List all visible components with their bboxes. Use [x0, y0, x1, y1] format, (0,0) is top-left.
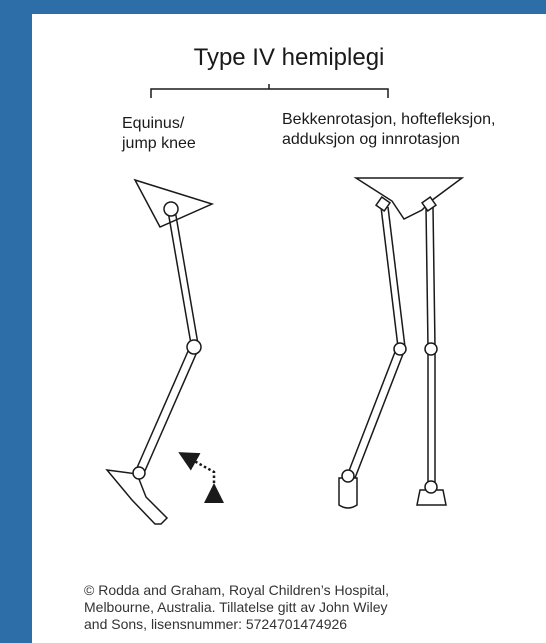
credit-line-1: © Rodda and Graham, Royal Children’s Hos… [84, 582, 389, 599]
credit-line-3: and Sons, lisensnummer: 5724701474926 [84, 616, 389, 633]
figure-panel: Type IV hemiplegi Equinus/jump knee Bekk… [32, 14, 546, 643]
right-figure-knee-joint-1 [394, 343, 406, 355]
right-figure-ankle-joint-2 [425, 481, 437, 493]
leg-diagram [32, 14, 546, 554]
image-credit: © Rodda and Graham, Royal Children’s Hos… [84, 582, 389, 633]
right-figure-knee-joint-2 [425, 343, 437, 355]
right-pelvis [356, 178, 462, 219]
left-ankle-joint [133, 467, 145, 479]
equinus-motion-arrow [187, 457, 214, 493]
left-leg-figure [107, 180, 212, 524]
title-bracket [151, 84, 388, 98]
right-legs-figure [339, 178, 462, 508]
right-figure-ankle-joint-1 [342, 470, 354, 482]
left-hip-joint [164, 202, 178, 216]
left-knee-joint [187, 340, 201, 354]
credit-line-2: Melbourne, Australia. Tillatelse gitt av… [84, 599, 389, 616]
